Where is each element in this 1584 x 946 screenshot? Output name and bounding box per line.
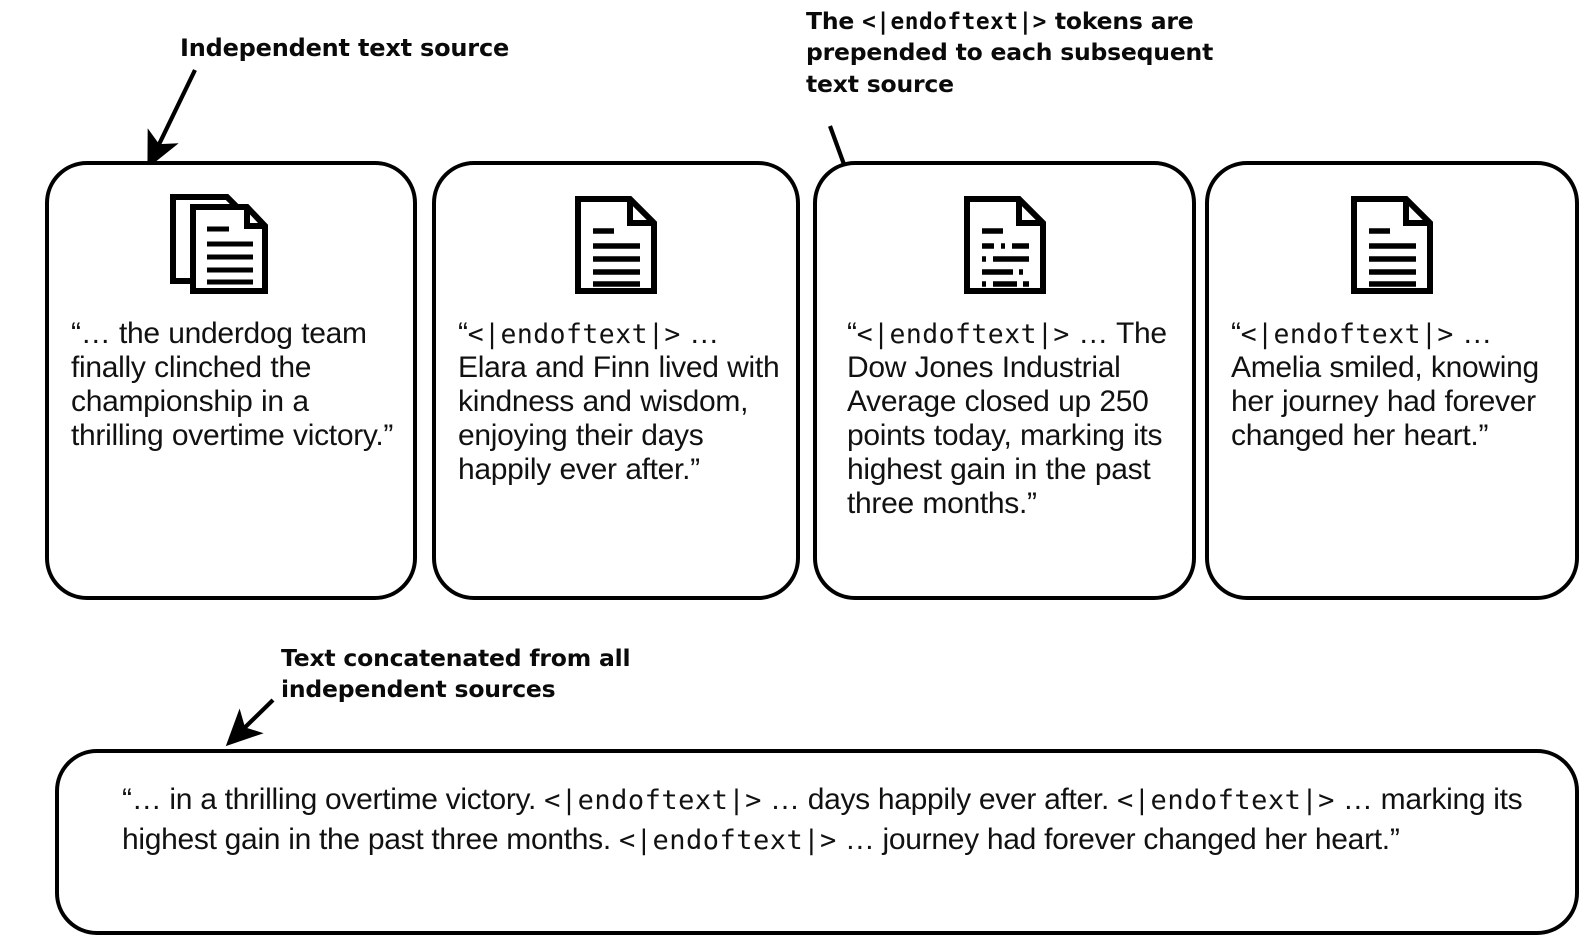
concat-text-run-6: … journey had forever changed her heart.… — [836, 822, 1400, 856]
card-1-body: the underdog team finally clinched the c… — [71, 317, 394, 453]
document-lines-icon — [1348, 193, 1436, 302]
card-2-body: Elara and Finn lived with kindness and w… — [458, 351, 780, 487]
card-4-ellipsis: … — [1453, 317, 1493, 350]
concat-text-run-4: … marking its highest gain in the past t… — [122, 783, 1523, 856]
text-source-card-4[interactable]: “<|endoftext|> … Amelia smiled, knowing … — [1205, 161, 1579, 600]
card-4-text: “<|endoftext|> … Amelia smiled, knowing … — [1231, 317, 1559, 453]
card-4-open-quote: “ — [1231, 317, 1241, 350]
card-3-open-quote: “ — [847, 317, 857, 350]
card-3-ellipsis: … — [1069, 317, 1116, 350]
endoftext-note-prefix: The — [806, 7, 863, 35]
card-2-endoftext-token: <|endoftext|> — [467, 319, 681, 350]
concat-endoftext-token-5: <|endoftext|> — [618, 824, 837, 856]
endoftext-token-inline: <|endoftext|> — [862, 9, 1047, 35]
concat-text-run-0: “… in a thrilling overtime victory. — [122, 783, 545, 816]
endoftext-prepended-note: The <|endoftext|> tokens are prepended t… — [806, 6, 1256, 100]
document-lines-icon — [572, 193, 660, 302]
endoftext-note-suffix: tokens are prepended to each subsequent … — [806, 7, 1214, 98]
concatenated-text-box[interactable]: “… in a thrilling overtime victory. <|en… — [55, 749, 1579, 935]
text-source-card-1[interactable]: “… the underdog team finally clinched th… — [45, 161, 417, 600]
text-source-card-2[interactable]: “<|endoftext|> … Elara and Finn lived wi… — [432, 161, 800, 600]
card-2-open-quote: “ — [458, 317, 468, 350]
card-4-endoftext-token: <|endoftext|> — [1240, 319, 1454, 350]
card-1-text: “… the underdog team finally clinched th… — [71, 317, 397, 453]
card-4-body: Amelia smiled, knowing her journey had f… — [1231, 351, 1539, 453]
arrow-concatenated — [225, 698, 275, 747]
concat-text-run-2: … days happily ever after. — [761, 783, 1118, 816]
card-2-text: “<|endoftext|> … Elara and Finn lived wi… — [458, 317, 780, 487]
text-source-card-3[interactable]: “<|endoftext|> … The Dow Jones Industria… — [813, 161, 1196, 600]
concat-endoftext-token-1: <|endoftext|> — [544, 785, 762, 816]
independent-text-source-label: Independent text source — [180, 34, 510, 62]
document-list-icon — [961, 193, 1049, 302]
card-3-text: “<|endoftext|> … The Dow Jones Industria… — [847, 317, 1176, 521]
card-2-ellipsis: … — [680, 317, 720, 350]
concatenated-text-label: Text concatenated from all independent s… — [281, 644, 631, 704]
card-3-body: The Dow Jones Industrial Average closed … — [847, 317, 1167, 521]
documents-stacked-icon — [169, 193, 269, 302]
concat-endoftext-token-3: <|endoftext|> — [1117, 785, 1335, 816]
concatenated-text-content: “… in a thrilling overtime victory. <|en… — [122, 780, 1535, 860]
arrow-independent-source — [147, 69, 197, 169]
card-3-endoftext-token: <|endoftext|> — [856, 319, 1070, 350]
card-1-open-quote: “… — [71, 317, 119, 350]
